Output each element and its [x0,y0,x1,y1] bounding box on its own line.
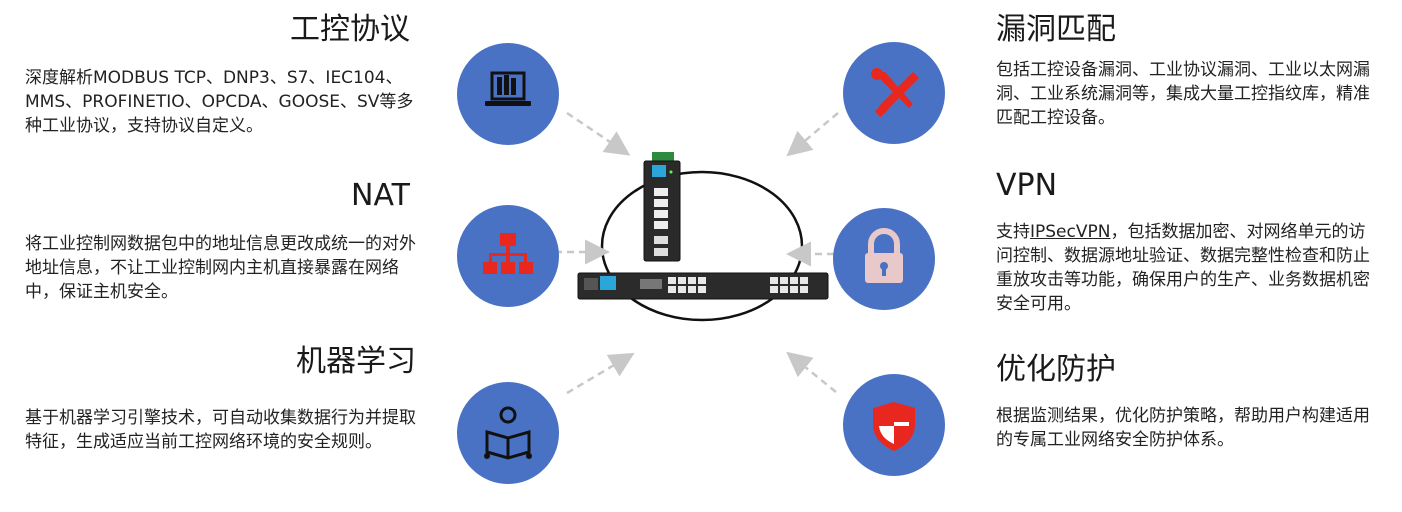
protect-desc: 根据监测结果，优化防护策略，帮助用户构建适用的专属工业网络安全防护体系。 [996,406,1370,450]
protocol-desc: 深度解析MODBUS TCP、DNP3、S7、IEC104、MMS、PROFIN… [25,68,414,136]
shield-icon [873,402,915,451]
vuln-title: 漏洞匹配 [996,12,1116,47]
nat-title: NAT [351,178,410,213]
vuln-icon-circle [843,42,945,144]
laptop-book-icon [485,71,531,106]
vpn-desc-prefix: 支持 [996,222,1030,242]
protect-icon-circle [843,374,945,476]
ml-title: 机器学习 [296,344,416,379]
reading-person-icon [484,406,532,460]
arrow-vuln [786,112,839,157]
arrow-protocol [566,111,631,156]
ipsecvpn-link[interactable]: IPSecVPN [1030,222,1111,242]
vpn-icon-circle [833,208,935,310]
rack-device [577,272,829,300]
vuln-desc: 包括工控设备漏洞、工业协议漏洞、工业以太网漏洞、工业系统漏洞等，集成大量工控指纹… [996,60,1370,128]
nat-icon-circle [457,205,559,307]
vpn-desc: 支持IPSecVPN，包括数据加密、对网络单元的访问控制、数据源地址验证、数据完… [996,220,1378,316]
ml-desc: 基于机器学习引擎技术，可自动收集数据行为并提取特征，生成适应当前工控网络环境的安… [25,408,416,452]
ml-icon-circle [457,382,559,484]
arrow-ml [566,352,635,395]
din-rail-device [643,152,681,262]
wrench-screwdriver-icon [871,68,919,118]
vpn-desc-rest: ，包括数据加密、对网络单元的访问控制、数据源地址验证、数据完整性检查和防止重放攻… [996,222,1370,314]
padlock-icon [865,228,903,283]
protocol-title: 工控协议 [290,12,410,47]
network-hierarchy-icon [483,233,533,274]
arrow-protect [786,351,837,393]
protect-title: 优化防护 [996,352,1116,387]
nat-desc: 将工业控制网数据包中的地址信息更改成统一的对外地址信息，不让工业控制网内主机直接… [25,234,416,302]
vpn-title: VPN [996,168,1058,203]
protocol-icon-circle [457,43,559,145]
